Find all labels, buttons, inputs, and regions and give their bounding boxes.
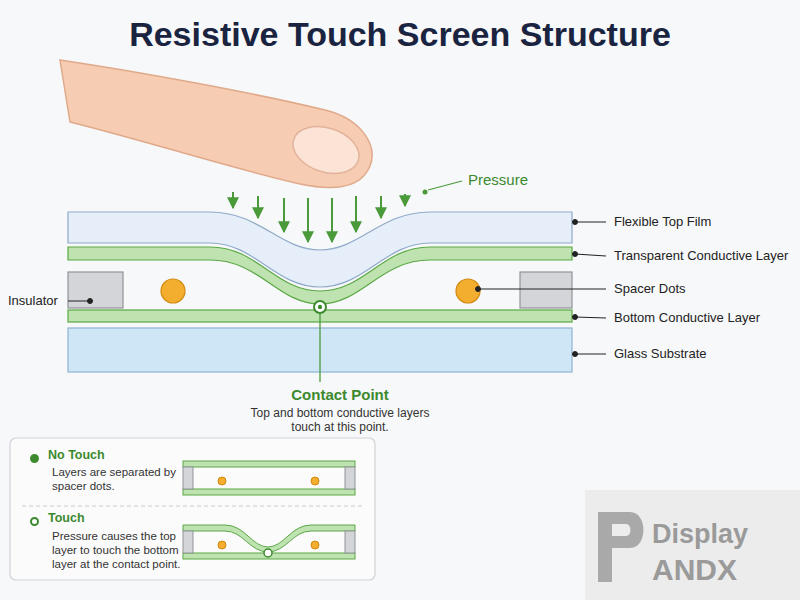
pressure-label: Pressure (468, 171, 528, 189)
contact-note: Top and bottom conductive layers touch a… (235, 406, 445, 435)
finger (60, 60, 372, 187)
mini-touch (183, 525, 355, 559)
legend-marker (30, 517, 39, 526)
legend-marker (30, 454, 39, 463)
insulator-label: Insulator (8, 293, 58, 309)
insulator (68, 272, 123, 308)
contact-point (314, 301, 326, 382)
transparent-conductive-layer (68, 247, 572, 304)
legend-text: No Touch (48, 448, 105, 462)
pressure-leader (423, 181, 463, 195)
layer-label: Flexible Top Film (614, 214, 711, 230)
legend-divider (22, 506, 362, 507)
watermark-text: Display (652, 518, 748, 550)
contact-point-label: Contact Point (230, 386, 450, 404)
watermark-text: ANDX (652, 552, 737, 588)
layer-label: Transparent Conductive Layer (614, 248, 788, 264)
layer-label: Bottom Conductive Layer (614, 310, 760, 326)
watermark (585, 490, 800, 600)
spacer-dot (456, 279, 480, 303)
spacer-dot (161, 279, 185, 303)
legend-panel (10, 438, 375, 580)
mini-no-touch (183, 461, 355, 495)
legend-note: Pressure causes the top layer to touch t… (52, 530, 182, 571)
legend-note: Layers are separated by spacer dots. (52, 466, 177, 494)
title: Resistive Touch Screen Structure (0, 14, 800, 55)
layer-label: Spacer Dots (614, 281, 686, 297)
legend-text: Touch (48, 511, 85, 525)
layer-label: Glass Substrate (614, 346, 707, 362)
layer-leaders (68, 220, 606, 357)
insulator (520, 272, 572, 308)
